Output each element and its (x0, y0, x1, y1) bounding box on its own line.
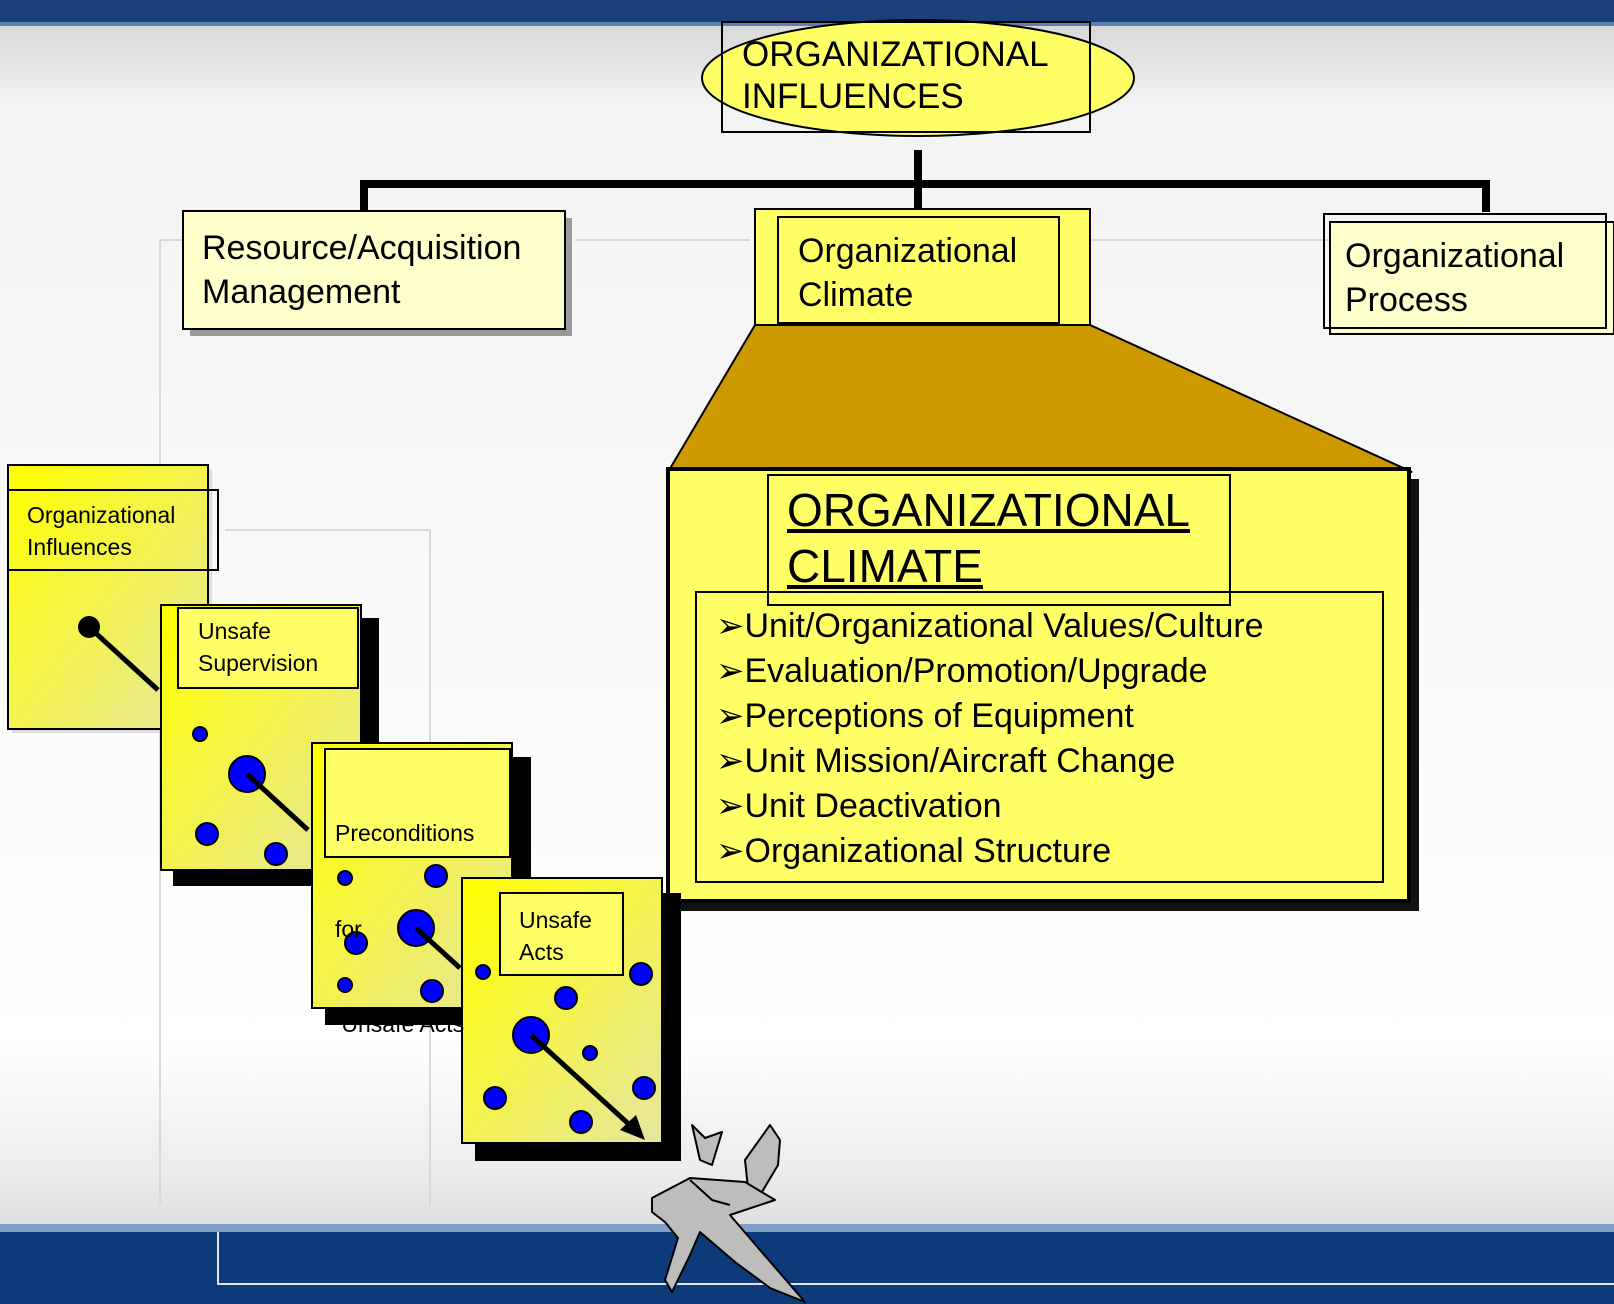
arrow-bullet-icon: ➢ (716, 742, 745, 780)
layer4-holes (475, 962, 656, 1134)
top-node-line2: INFLUENCES (742, 77, 964, 116)
arrow-bullet-icon: ➢ (716, 832, 745, 870)
header-band (0, 0, 1614, 22)
arrow-bullet-icon: ➢ (716, 607, 745, 645)
category-box-process (1329, 221, 1614, 335)
detail-title-frame (767, 474, 1231, 606)
arrow-bullet-icon: ➢ (716, 697, 745, 735)
tree-connectors (360, 150, 1490, 212)
category-climate-line1: Organizational (798, 232, 1018, 270)
category-climate-line2: Climate (798, 276, 914, 315)
category-box-resource (182, 210, 566, 330)
detail-list-item: ➢Perceptions of Equipment (716, 697, 1134, 735)
category-process-line2: Process (1345, 281, 1468, 320)
detail-title: ORGANIZATIONAL CLIMATE (787, 482, 1190, 594)
zoom-funnel (666, 324, 1413, 473)
layer3-label: Preconditions for Unsafe Acts (335, 820, 475, 1037)
category-process-line1: Organizational (1345, 237, 1565, 275)
detail-list-item: ➢Evaluation/Promotion/Upgrade (716, 652, 1208, 690)
layer2-label: Unsafe Supervision (198, 618, 319, 676)
category-climate-label: Organizational Climate (798, 229, 1017, 317)
detail-list: ➢Unit/Organizational Values/Culture ➢Eva… (716, 604, 1264, 874)
detail-list-frame (695, 591, 1384, 883)
detail-title-line2: CLIMATE (787, 540, 983, 593)
top-node-line1: ORGANIZATIONAL (742, 35, 1049, 74)
crashed-airplane-icon (651, 1124, 806, 1303)
category-resource-line1: Resource/Acquisition (202, 229, 522, 267)
category-resource-line2: Management (202, 273, 401, 312)
detail-list-item: ➢Unit/Organizational Values/Culture (716, 607, 1264, 645)
top-node-ellipse (701, 19, 1135, 137)
detail-title-line1: ORGANIZATIONAL (787, 484, 1190, 536)
accident-trajectory-arrow (529, 1033, 645, 1140)
top-node-label: ORGANIZATIONAL INFLUENCES (742, 34, 1049, 118)
layer1-label: Organizational Influences (27, 502, 176, 560)
layer1-trajectory (78, 616, 160, 692)
detail-list-item: ➢Unit Deactivation (716, 787, 1002, 825)
category-process-label: Organizational Process (1345, 234, 1564, 322)
detail-list-item: ➢Unit Mission/Aircraft Change (716, 742, 1176, 780)
layer4-label: Unsafe Acts (519, 907, 592, 965)
footer-band (0, 1232, 1614, 1304)
detail-box (666, 467, 1411, 903)
arrow-bullet-icon: ➢ (716, 787, 745, 825)
detail-list-item: ➢Organizational Structure (716, 832, 1112, 870)
arrow-bullet-icon: ➢ (716, 652, 745, 690)
category-resource-label: Resource/Acquisition Management (202, 226, 521, 314)
